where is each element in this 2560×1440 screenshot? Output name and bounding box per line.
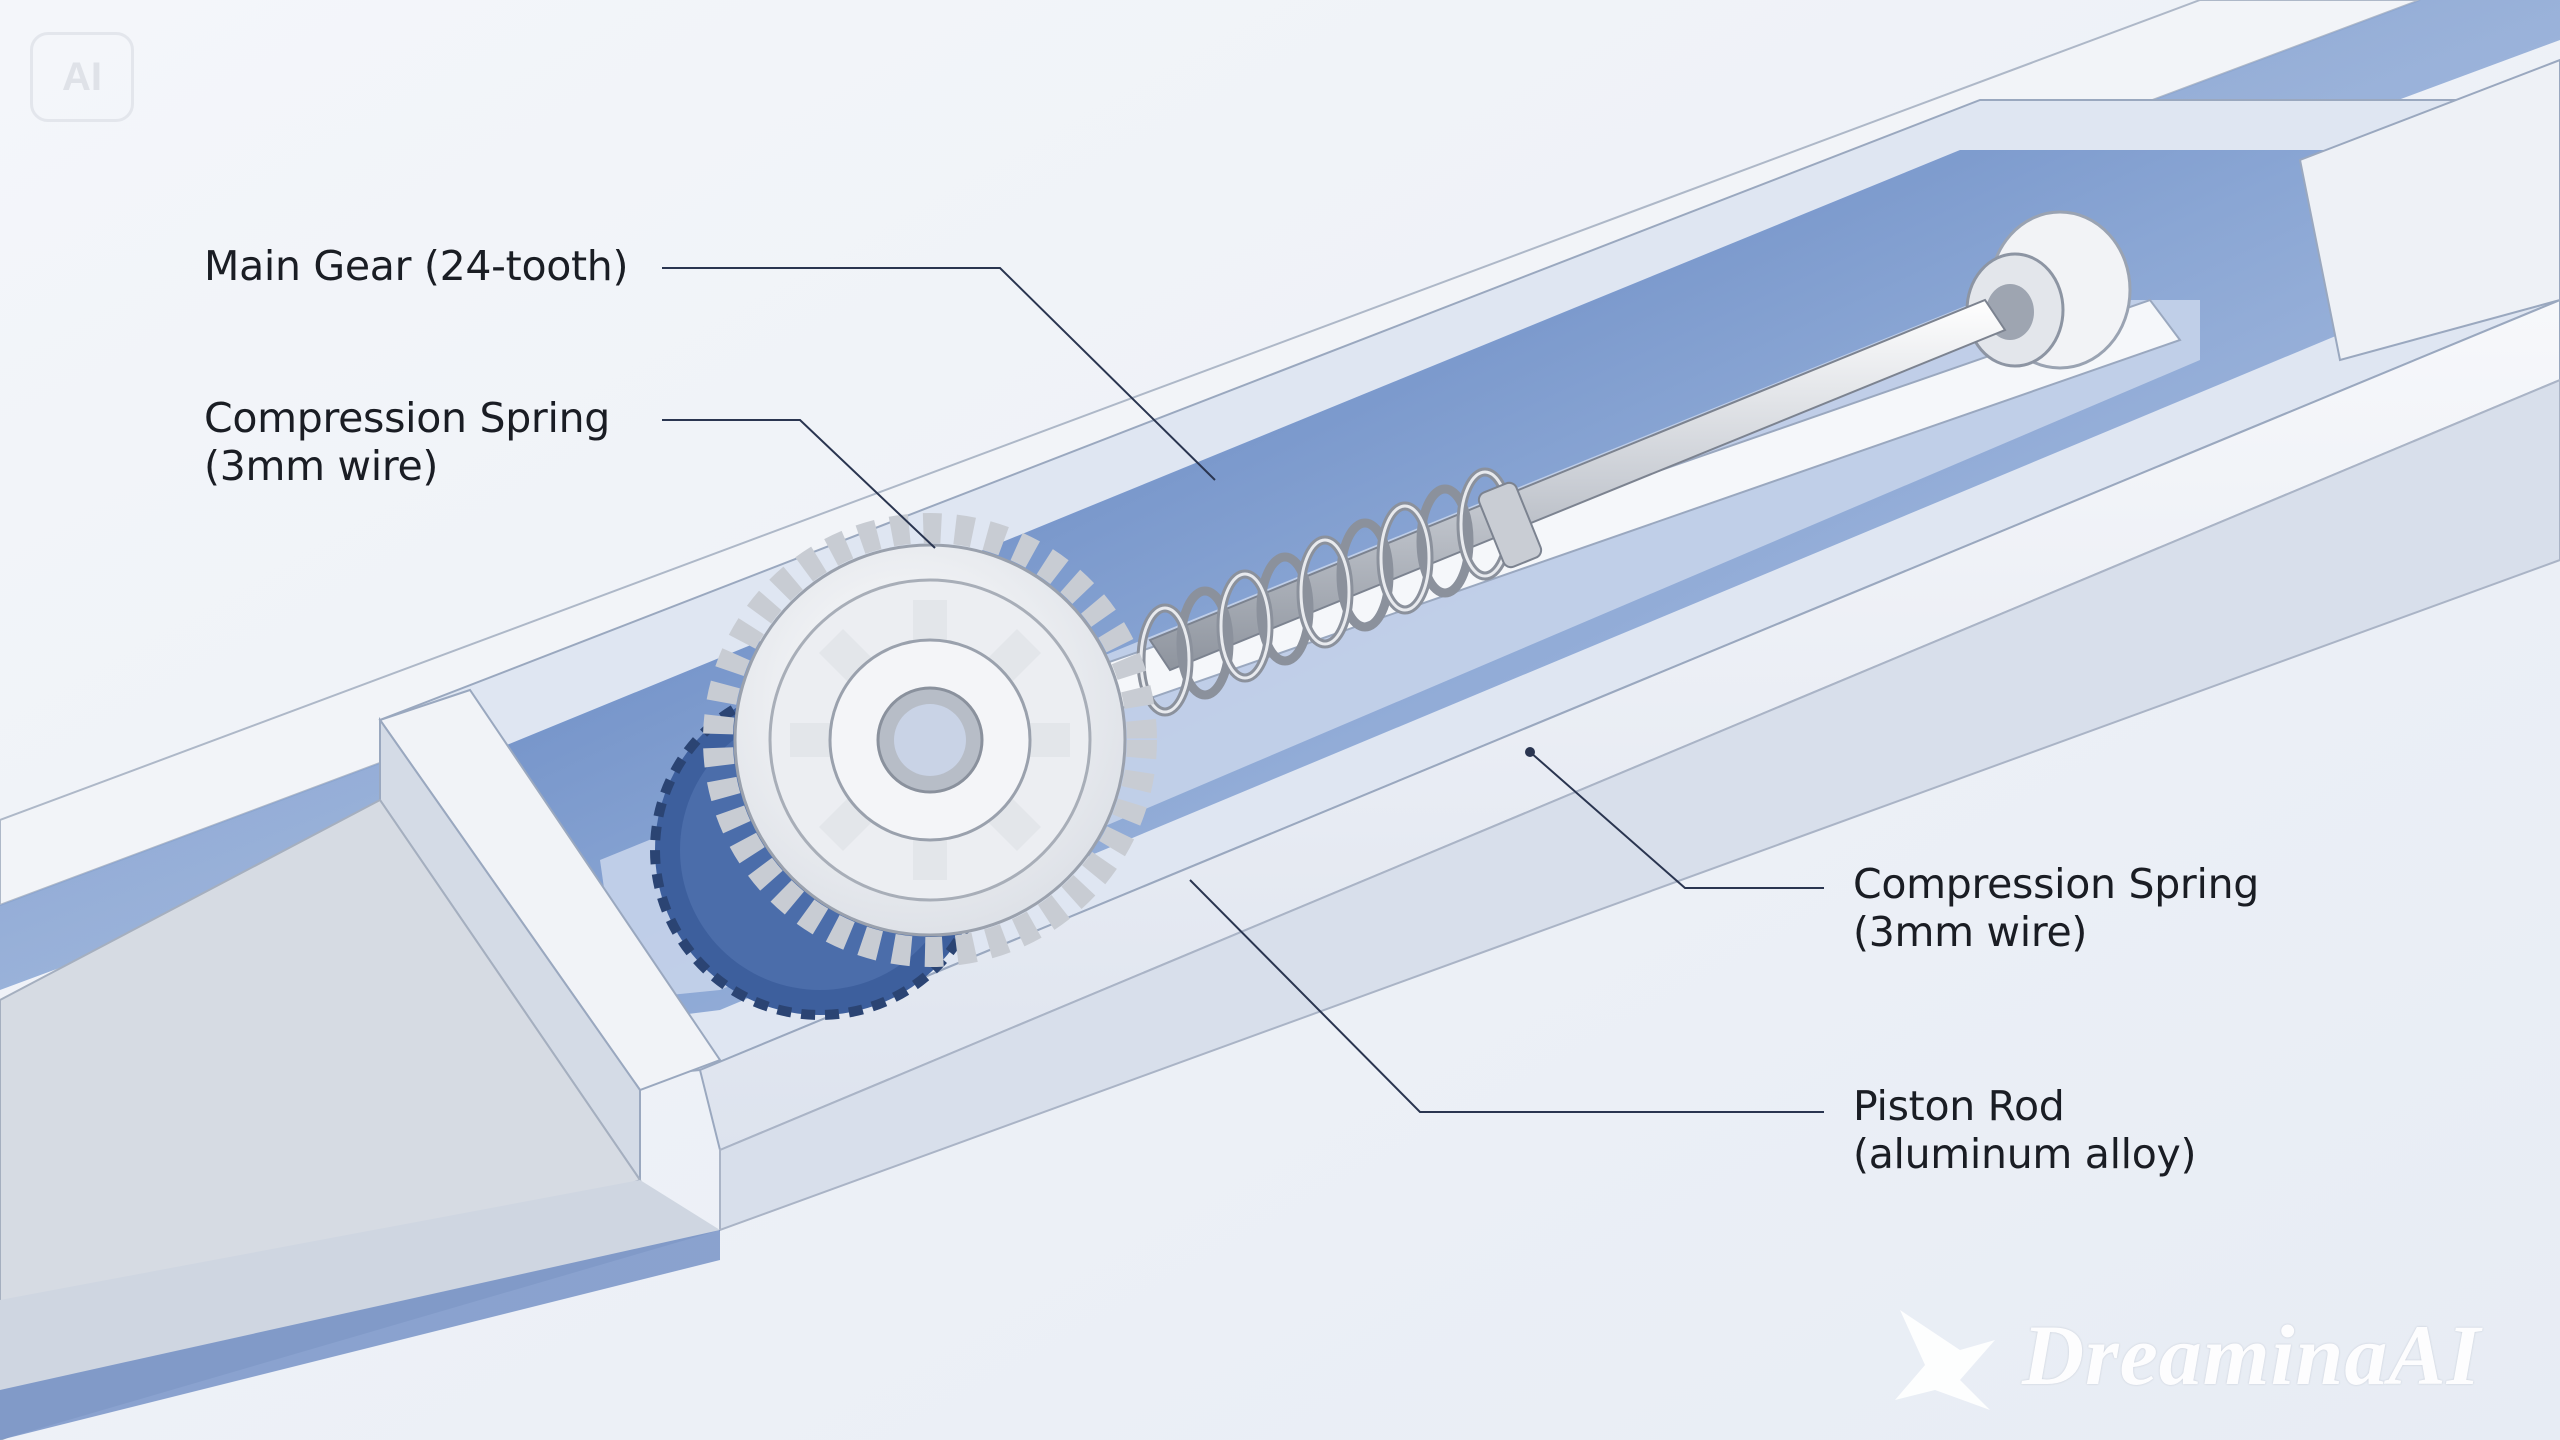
rail-near-top [698,298,2560,1152]
leader-piston-rod [1189,879,1824,1113]
label-piston-rod: Piston Rod (aluminum alloy) [1853,1082,2197,1178]
main-gear [703,513,1157,967]
bushing [1965,210,2132,370]
leader-lines [662,267,1824,1113]
leader-dot [1525,747,1535,757]
label-main-gear-line1: Main Gear (24-tooth) [204,242,629,290]
label-main-gear: Main Gear (24-tooth) [204,242,628,290]
watermark-text: DreaminaAI [2022,1307,2482,1403]
leader-spring-right [1529,751,1824,889]
label-compression-spring-left: Compression Spring (3mm wire) [204,394,610,490]
watermark: DreaminaAI [1890,1300,2481,1410]
label-spring-right-line2: (3mm wire) [1853,908,2088,956]
spring-collar [1477,481,1543,569]
leader-spring-left [662,419,936,549]
label-piston-rod-line2: (aluminum alloy) [1853,1130,2197,1178]
label-spring-left-line2: (3mm wire) [204,442,439,490]
label-spring-right-line1: Compression Spring [1853,860,2259,908]
dreamina-logo-icon [1895,1310,1995,1410]
piston-rod [1148,298,2007,672]
label-spring-left-line1: Compression Spring [204,394,610,442]
leader-main-gear [662,267,1216,481]
lower-trough-channel [0,1230,720,1440]
rail-near-side [719,378,2560,1232]
label-piston-rod-line1: Piston Rod [1853,1082,2065,1130]
ai-badge: AI [30,32,134,122]
label-compression-spring-right: Compression Spring (3mm wire) [1853,860,2259,956]
end-cap [2298,58,2560,362]
